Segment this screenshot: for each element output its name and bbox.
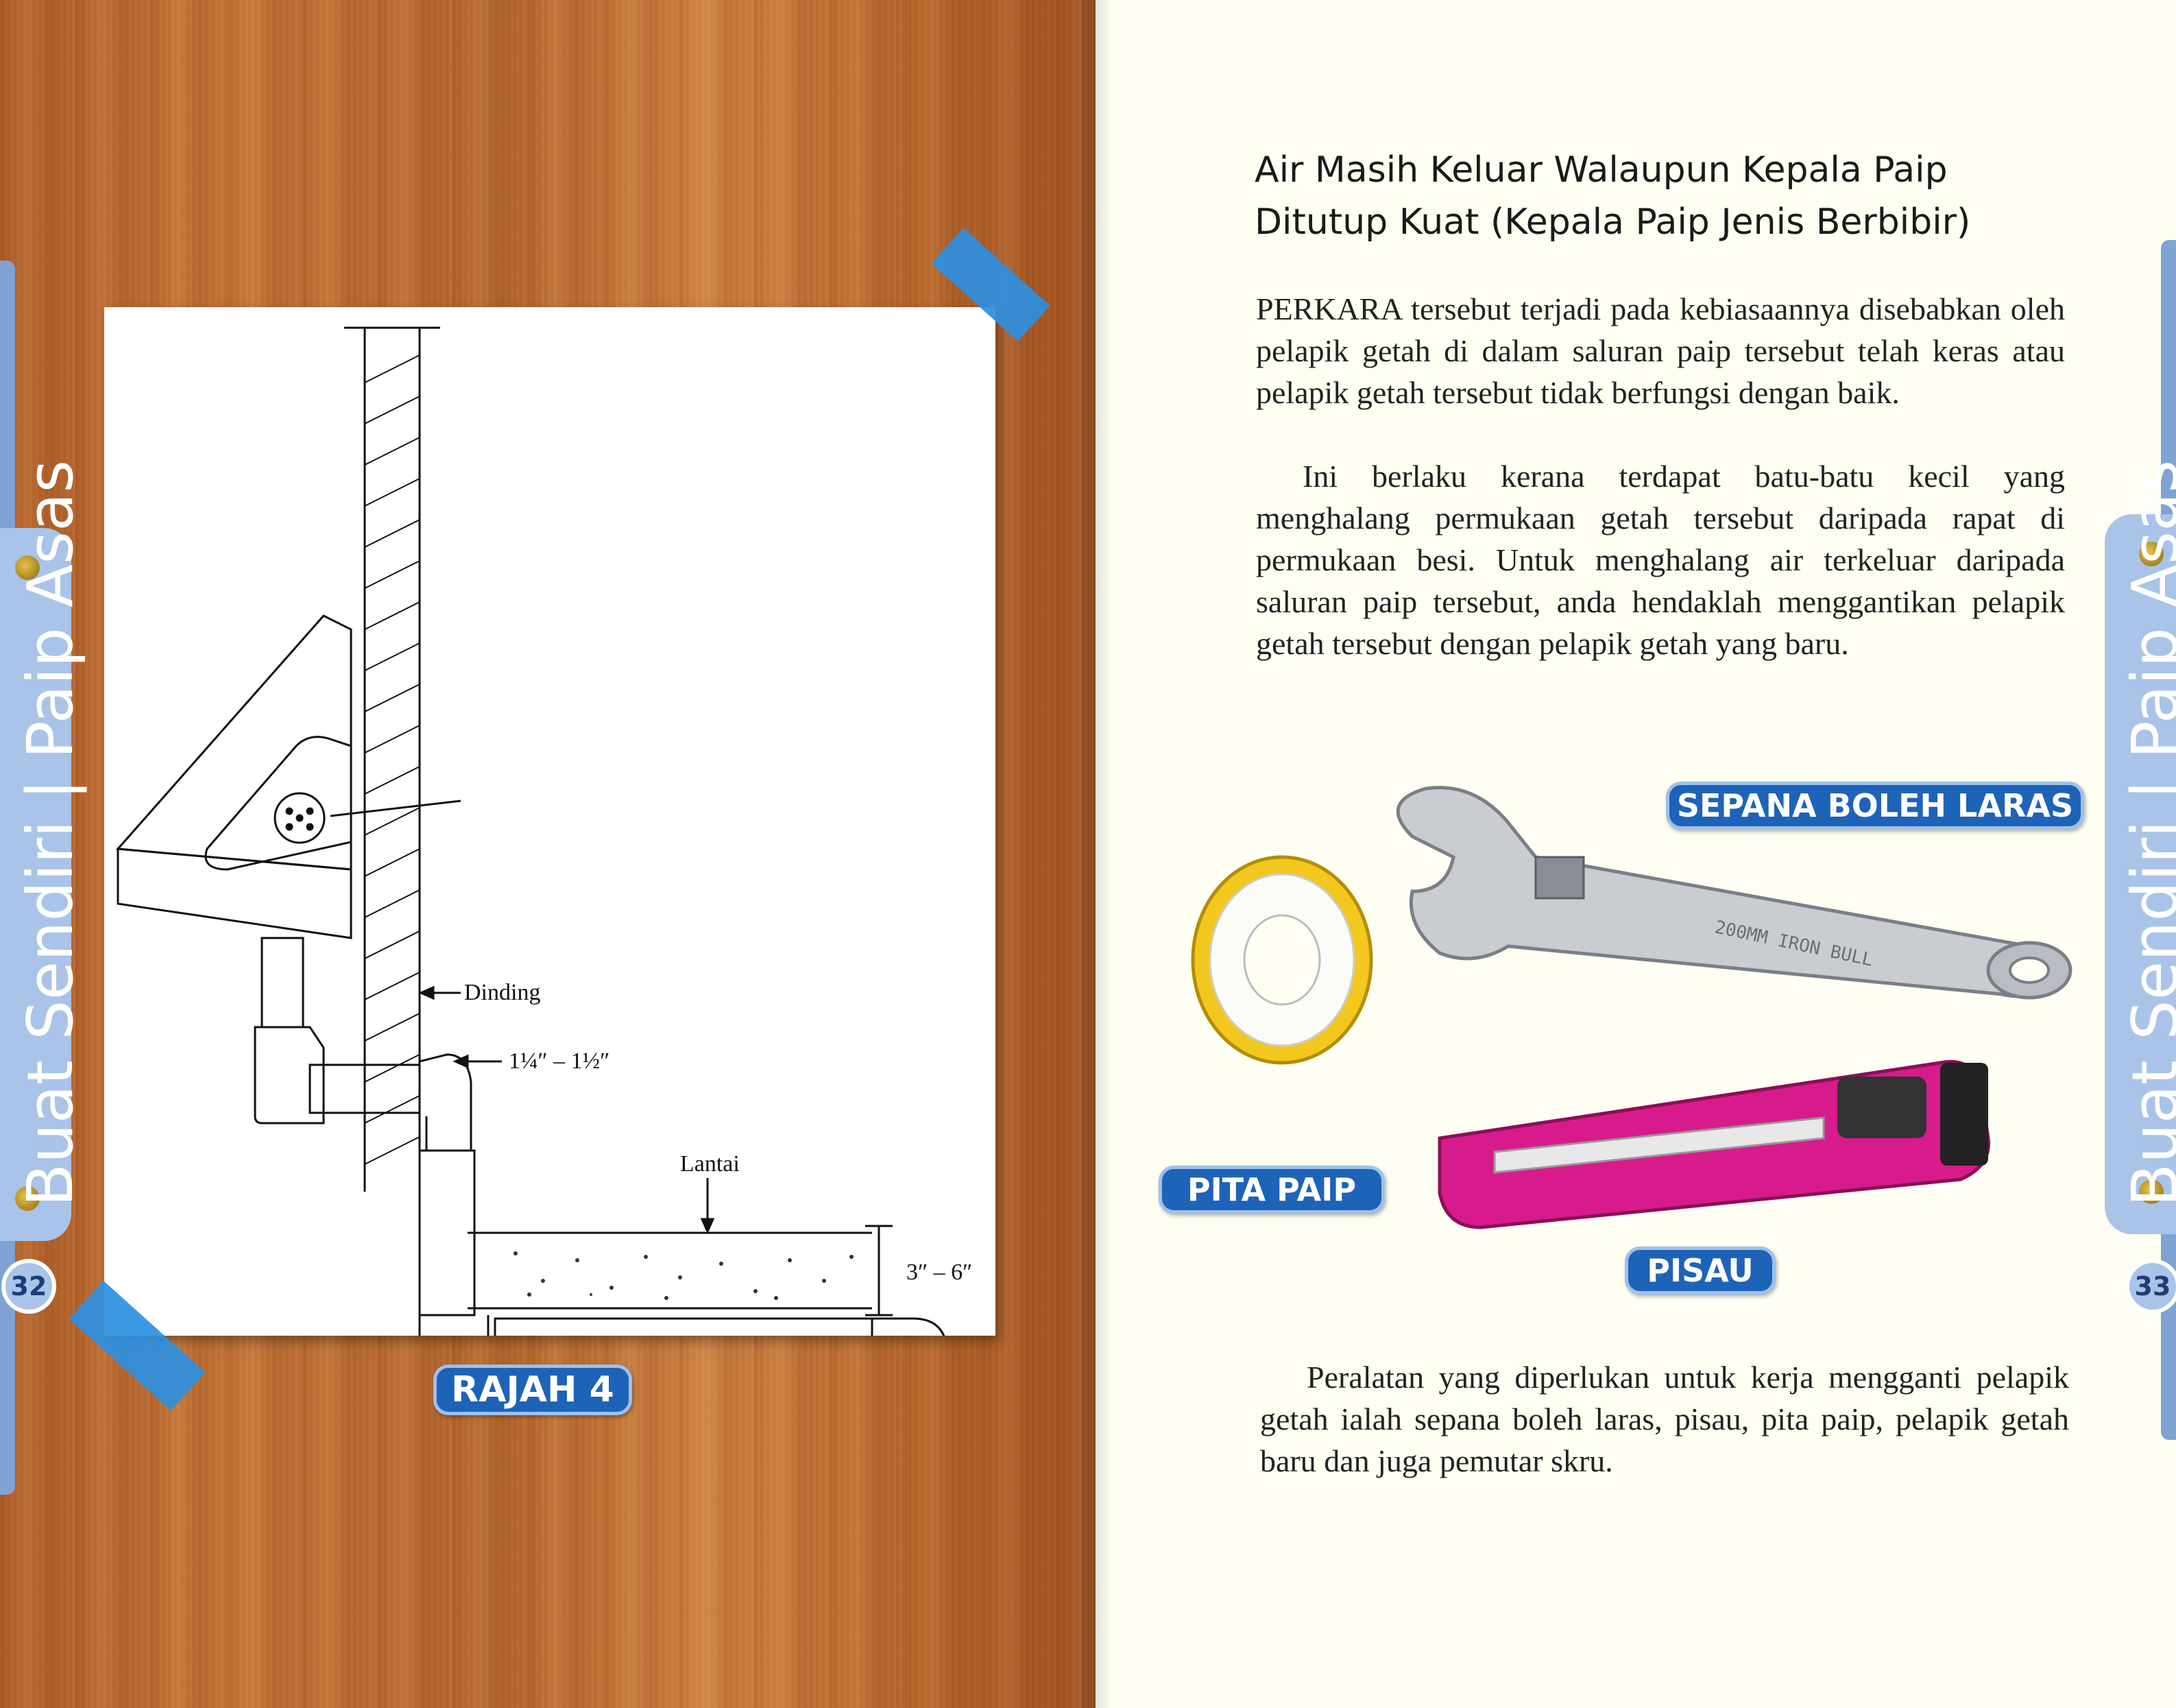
side-tab-right — [2105, 514, 2176, 1234]
figure-caption: RAJAH 4 — [433, 1364, 632, 1415]
chapter-tab-label: Buat Sendiri | Paip Asas — [14, 459, 87, 1207]
body-paragraph: Ini berlaku kerana terdapat batu-batu ke… — [1256, 459, 2065, 661]
depth-label: 3″ – 6″ — [906, 1260, 972, 1285]
body-paragraph: PERKARA tersebut terjadi pada kebiasaann… — [1256, 291, 2065, 410]
pipe-size-label: 1¼″ – 1½″ — [509, 1048, 609, 1074]
right-page — [1096, 0, 2176, 1708]
screw-icon — [15, 1186, 40, 1211]
screw-icon — [2139, 1179, 2164, 1204]
body-paragraph: Peralatan yang diperlukan untuk kerja me… — [1260, 1360, 2069, 1478]
utility-knife-icon — [1438, 1059, 1990, 1229]
sink-plumbing-diagram: Dinding 1¼″ – 1½″ Lantai 3″ – 6″ — [115, 326, 972, 1336]
chapter-tab-label: Buat Sendiri | Paip Asas — [2118, 459, 2176, 1207]
wall-label: Dinding — [464, 980, 540, 1005]
book-gutter — [1082, 0, 1109, 1708]
tool-label-knife: PISAU — [1625, 1247, 1776, 1295]
page-number: 33 — [2125, 1259, 2176, 1314]
tape-roll-icon — [1191, 855, 1373, 1065]
adjustable-wrench-icon: 200MM IRON BULL — [1396, 786, 2072, 1000]
floor-label: Lantai — [680, 1151, 740, 1177]
screw-icon — [2139, 542, 2164, 566]
tool-label-wrench: SEPANA BOLEH LARAS — [1666, 782, 2084, 830]
tool-label-tape: PITA PAIP — [1159, 1166, 1385, 1214]
diagram-card: Dinding 1¼″ – 1½″ Lantai 3″ – 6″ — [104, 307, 995, 1336]
tools-illustration: 200MM IRON BULL — [1191, 786, 2072, 1229]
page-number: 32 — [1, 1259, 56, 1314]
section-heading: Air Masih Keluar Walaupun Kepala Paip Di… — [1255, 149, 1971, 243]
screw-icon — [15, 555, 40, 580]
side-tab-left — [0, 528, 71, 1241]
